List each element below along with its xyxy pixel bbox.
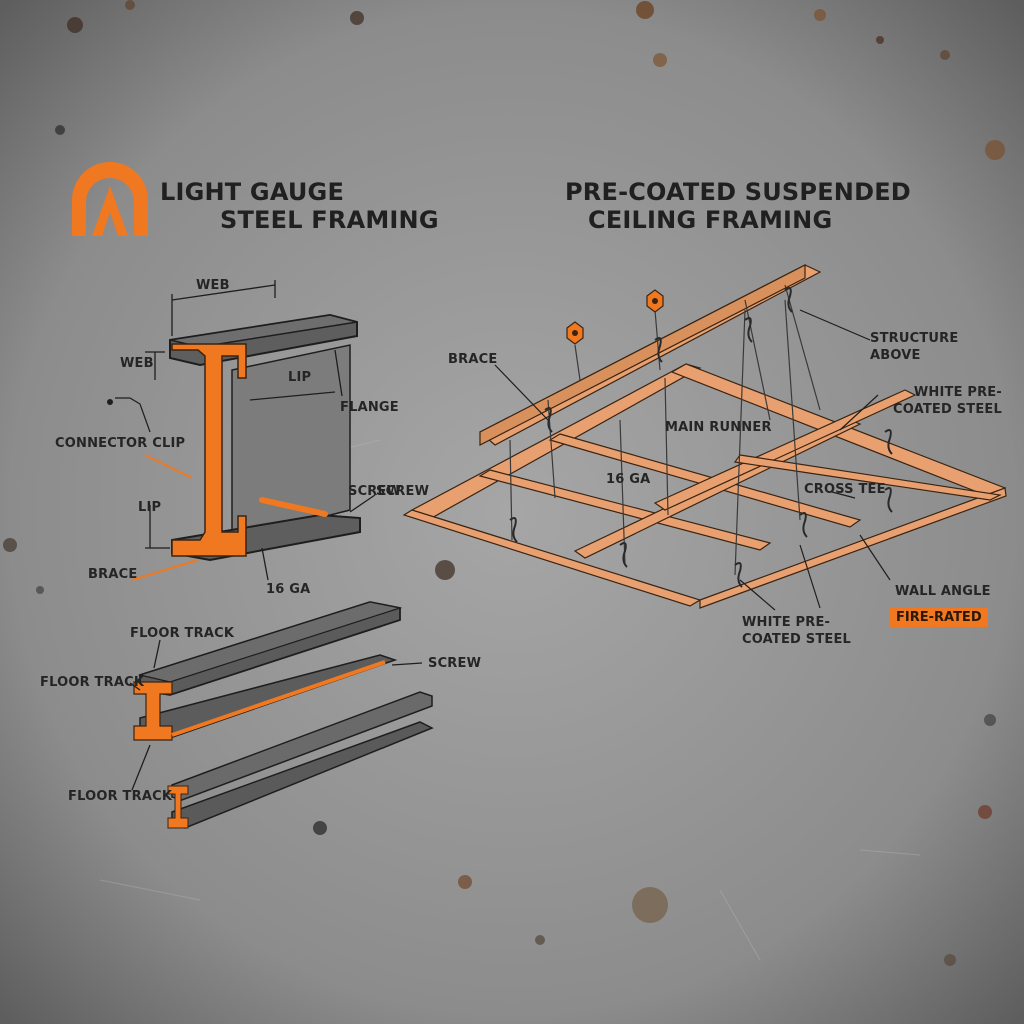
anchor-bolt-icon	[566, 289, 664, 345]
track-2-edge	[171, 660, 386, 737]
label-screw-right: SCREW	[376, 484, 430, 499]
track-3-profile	[167, 785, 189, 829]
screw-rod	[259, 497, 328, 517]
label-screw-track: SCREW	[428, 656, 482, 671]
left-title-line1: LIGHT GAUGE	[160, 178, 345, 206]
rust-spots	[3, 0, 1005, 966]
label-web-top: WEB	[196, 278, 230, 293]
label-wall-angle: WALL ANGLE	[895, 584, 991, 599]
label-gauge-right: 16 GA	[606, 472, 651, 487]
label-white-precoated-top: WHITE PRE-COATED STEEL	[892, 385, 1002, 417]
label-lip-side: LIP	[138, 500, 162, 515]
right-title-line2: CEILING FRAMING	[588, 206, 833, 234]
label-floor-track-1: FLOOR TRACK	[130, 626, 235, 641]
label-web-side: WEB	[120, 356, 154, 371]
frame-left-edge	[402, 509, 702, 607]
label-brace-left: BRACE	[88, 567, 138, 582]
label-main-runner: MAIN RUNNER	[665, 420, 772, 435]
floor-track-3	[171, 691, 433, 801]
frame-bottom-edge	[699, 487, 1007, 609]
connector-clip-icon	[107, 397, 151, 433]
label-screw-top: SCREW	[348, 484, 402, 499]
hanger-clips	[509, 287, 893, 588]
stud-profile	[171, 343, 247, 557]
label-connector-clip: CONNECTOR CLIP	[55, 436, 186, 451]
track-2-profile	[133, 681, 173, 741]
right-title-line1: PRE-COATED SUSPENDED	[565, 178, 911, 206]
label-white-precoated-bottom: WHITE PRE-COATED STEEL	[742, 615, 852, 647]
label-floor-track-3: FLOOR TRACK	[68, 789, 173, 804]
left-title-line2: STEEL FRAMING	[220, 206, 439, 234]
label-lip-top: LIP	[288, 370, 312, 385]
label-floor-track-2: FLOOR TRACK	[40, 675, 145, 690]
fire-rated-badge: FIRE-RATED	[890, 608, 988, 627]
label-gauge-left: 16 GA	[266, 582, 311, 597]
label-structure-above: STRUCTURE ABOVE	[870, 331, 959, 363]
label-flange: FLANGE	[340, 400, 399, 415]
label-cross-tee: CROSS TEE	[804, 482, 886, 497]
label-brace-right: BRACE	[448, 352, 498, 367]
